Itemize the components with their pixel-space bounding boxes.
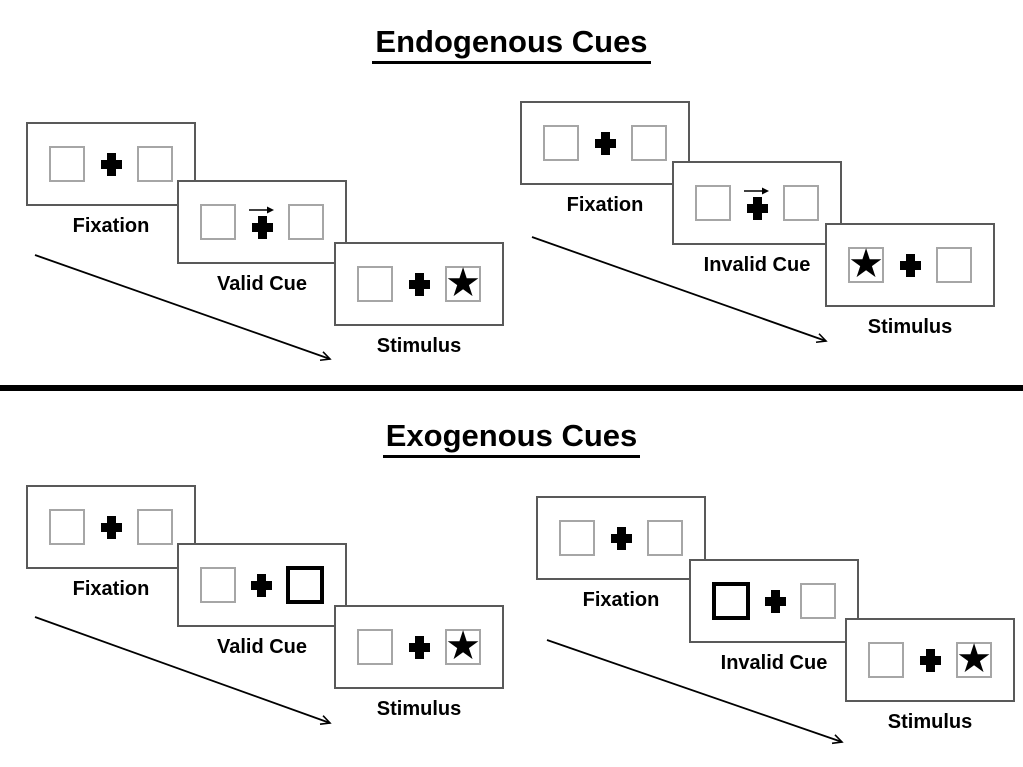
endo-invalid-stimulus-frame: ★ Stimulus xyxy=(825,223,995,339)
right-placeholder-box xyxy=(647,520,683,556)
exogenous-title-text: Exogenous Cues xyxy=(382,418,641,458)
frame-label: Valid Cue xyxy=(216,636,308,658)
star-target-icon: ★ xyxy=(956,637,992,681)
right-arrow-cue-icon xyxy=(744,187,769,195)
left-placeholder-box xyxy=(357,629,393,665)
left-placeholder-box xyxy=(49,509,85,545)
frame-label: Invalid Cue xyxy=(720,652,828,674)
exogenous-section-title: Exogenous Cues xyxy=(0,418,1023,458)
exo-valid-cue-frame: Valid Cue xyxy=(177,543,347,659)
right-placeholder-box xyxy=(137,146,173,182)
left-target-box: ★ xyxy=(848,242,884,286)
fixation-cross-group xyxy=(764,589,786,613)
frame-label: Fixation xyxy=(72,578,150,600)
exo-invalid-stimulus-frame: ★ Stimulus xyxy=(845,618,1015,734)
endo-invalid-fixation-panel xyxy=(520,101,690,185)
fixation-cross-group xyxy=(249,205,275,239)
fixation-cross-group xyxy=(744,186,770,220)
frame-label: Invalid Cue xyxy=(703,254,811,276)
frame-label: Fixation xyxy=(566,194,644,216)
left-placeholder-box xyxy=(49,146,85,182)
exo-invalid-cue-frame: Invalid Cue xyxy=(689,559,859,675)
fixation-cross-group xyxy=(408,635,430,659)
exo-valid-fixation-frame: Fixation xyxy=(26,485,196,601)
endogenous-section-title: Endogenous Cues xyxy=(0,24,1023,64)
fixation-cross-icon xyxy=(100,152,122,176)
exo-invalid-fixation-panel xyxy=(536,496,706,580)
left-placeholder-box xyxy=(695,185,731,221)
left-placeholder-box xyxy=(357,266,393,302)
right-placeholder-box xyxy=(631,125,667,161)
frame-label: Valid Cue xyxy=(216,273,308,295)
endo-invalid-fixation-frame: Fixation xyxy=(520,101,690,217)
endo-invalid-stimulus-panel: ★ xyxy=(825,223,995,307)
star-target-icon: ★ xyxy=(445,624,481,668)
fixation-cross-icon xyxy=(594,131,616,155)
endo-invalid-cue-panel xyxy=(672,161,842,245)
right-target-box: ★ xyxy=(445,624,481,668)
endo-valid-stimulus-frame: ★ Stimulus xyxy=(334,242,504,358)
fixation-cross-icon xyxy=(899,253,921,277)
right-highlighted-cue-box xyxy=(286,566,324,604)
left-placeholder-box xyxy=(559,520,595,556)
fixation-cross-icon xyxy=(764,589,786,613)
fixation-cross-group xyxy=(100,515,122,539)
frame-label: Stimulus xyxy=(376,698,462,720)
fixation-cross-group xyxy=(919,648,941,672)
left-placeholder-box xyxy=(200,567,236,603)
exo-valid-fixation-panel xyxy=(26,485,196,569)
fixation-cross-icon xyxy=(408,635,430,659)
fixation-cross-icon xyxy=(746,197,768,220)
fixation-cross-group xyxy=(100,152,122,176)
endo-valid-cue-panel xyxy=(177,180,347,264)
endo-valid-stimulus-panel: ★ xyxy=(334,242,504,326)
fixation-cross-icon xyxy=(100,515,122,539)
frame-label: Fixation xyxy=(72,215,150,237)
endogenous-title-text: Endogenous Cues xyxy=(372,24,651,64)
frame-label: Stimulus xyxy=(867,316,953,338)
endo-valid-fixation-panel xyxy=(26,122,196,206)
left-placeholder-box xyxy=(868,642,904,678)
right-placeholder-box xyxy=(137,509,173,545)
frame-label: Stimulus xyxy=(887,711,973,733)
exo-invalid-stimulus-panel: ★ xyxy=(845,618,1015,702)
fixation-cross-group xyxy=(610,526,632,550)
endo-valid-cue-frame: Valid Cue xyxy=(177,180,347,296)
right-target-box: ★ xyxy=(445,261,481,305)
star-target-icon: ★ xyxy=(848,242,884,286)
frame-label: Fixation xyxy=(582,589,660,611)
exo-valid-stimulus-frame: ★ Stimulus xyxy=(334,605,504,721)
fixation-cross-icon xyxy=(408,272,430,296)
exo-valid-stimulus-panel: ★ xyxy=(334,605,504,689)
left-placeholder-box xyxy=(543,125,579,161)
exo-invalid-cue-panel xyxy=(689,559,859,643)
right-target-box: ★ xyxy=(956,637,992,681)
fixation-cross-icon xyxy=(250,573,272,597)
star-target-icon: ★ xyxy=(445,261,481,305)
right-placeholder-box xyxy=(783,185,819,221)
frame-label: Stimulus xyxy=(376,335,462,357)
fixation-cross-icon xyxy=(610,526,632,550)
fixation-cross-icon xyxy=(251,216,273,239)
endo-valid-fixation-frame: Fixation xyxy=(26,122,196,238)
left-placeholder-box xyxy=(200,204,236,240)
fixation-cross-group xyxy=(250,573,272,597)
section-divider xyxy=(0,385,1023,391)
right-placeholder-box xyxy=(288,204,324,240)
fixation-cross-group xyxy=(899,253,921,277)
right-arrow-cue-icon xyxy=(249,206,274,214)
exo-invalid-fixation-frame: Fixation xyxy=(536,496,706,612)
left-highlighted-cue-box xyxy=(712,582,750,620)
endo-invalid-cue-frame: Invalid Cue xyxy=(672,161,842,277)
right-placeholder-box xyxy=(936,247,972,283)
fixation-cross-group xyxy=(594,131,616,155)
right-placeholder-box xyxy=(800,583,836,619)
fixation-cross-icon xyxy=(919,648,941,672)
fixation-cross-group xyxy=(408,272,430,296)
exo-valid-cue-panel xyxy=(177,543,347,627)
